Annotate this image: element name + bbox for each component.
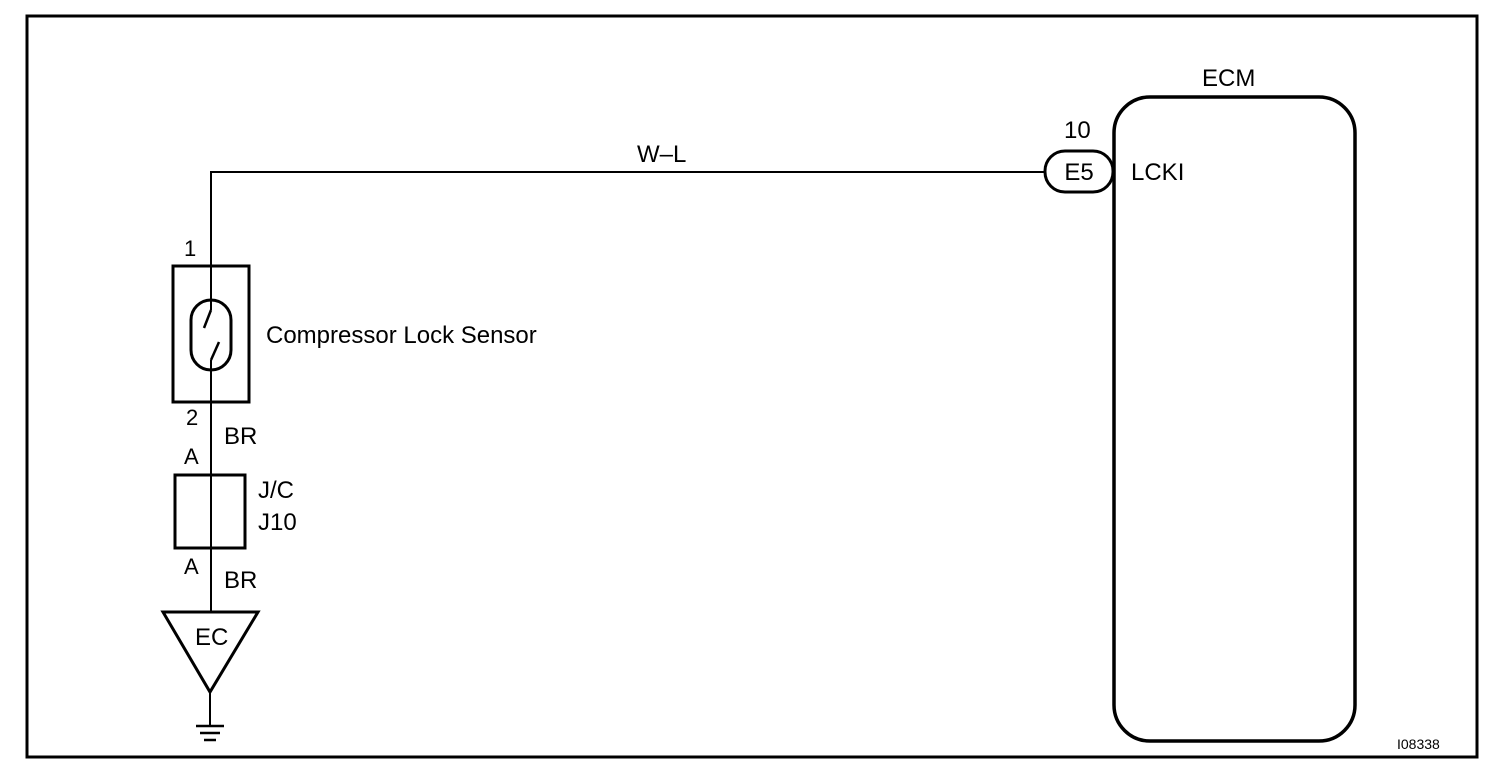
junction-label-line2: J10 [258, 509, 297, 536]
sensor-symbol-icon [189, 266, 233, 402]
figure-id: I08338 [1397, 736, 1440, 752]
signal-wire [210, 171, 1045, 266]
junction-label-line1: J/C [258, 477, 294, 504]
junction-pin-out: A [184, 554, 199, 579]
ground-wire-color-lower: BR [224, 567, 257, 594]
signal-wire-color-label: W–L [637, 141, 686, 168]
sensor-pin-bottom: 2 [186, 405, 198, 430]
ground-point-triangle [160, 610, 261, 695]
sensor-name: Compressor Lock Sensor [266, 322, 537, 349]
junction-pin-in: A [184, 444, 199, 469]
diagram-frame [25, 14, 1479, 759]
ground-point-label: EC [195, 624, 228, 651]
ecm-pin-number: 10 [1064, 117, 1091, 144]
ecm-connector-label: E5 [1064, 159, 1093, 186]
ground-wire-color-upper: BR [224, 423, 257, 450]
ground-symbol-icon [196, 692, 224, 742]
ecm-box [1112, 95, 1357, 743]
ecm-title: ECM [1202, 65, 1255, 92]
ecm-terminal-label: LCKI [1131, 159, 1184, 186]
sensor-pin-top: 1 [184, 236, 196, 261]
ecm-connector [1043, 149, 1115, 194]
